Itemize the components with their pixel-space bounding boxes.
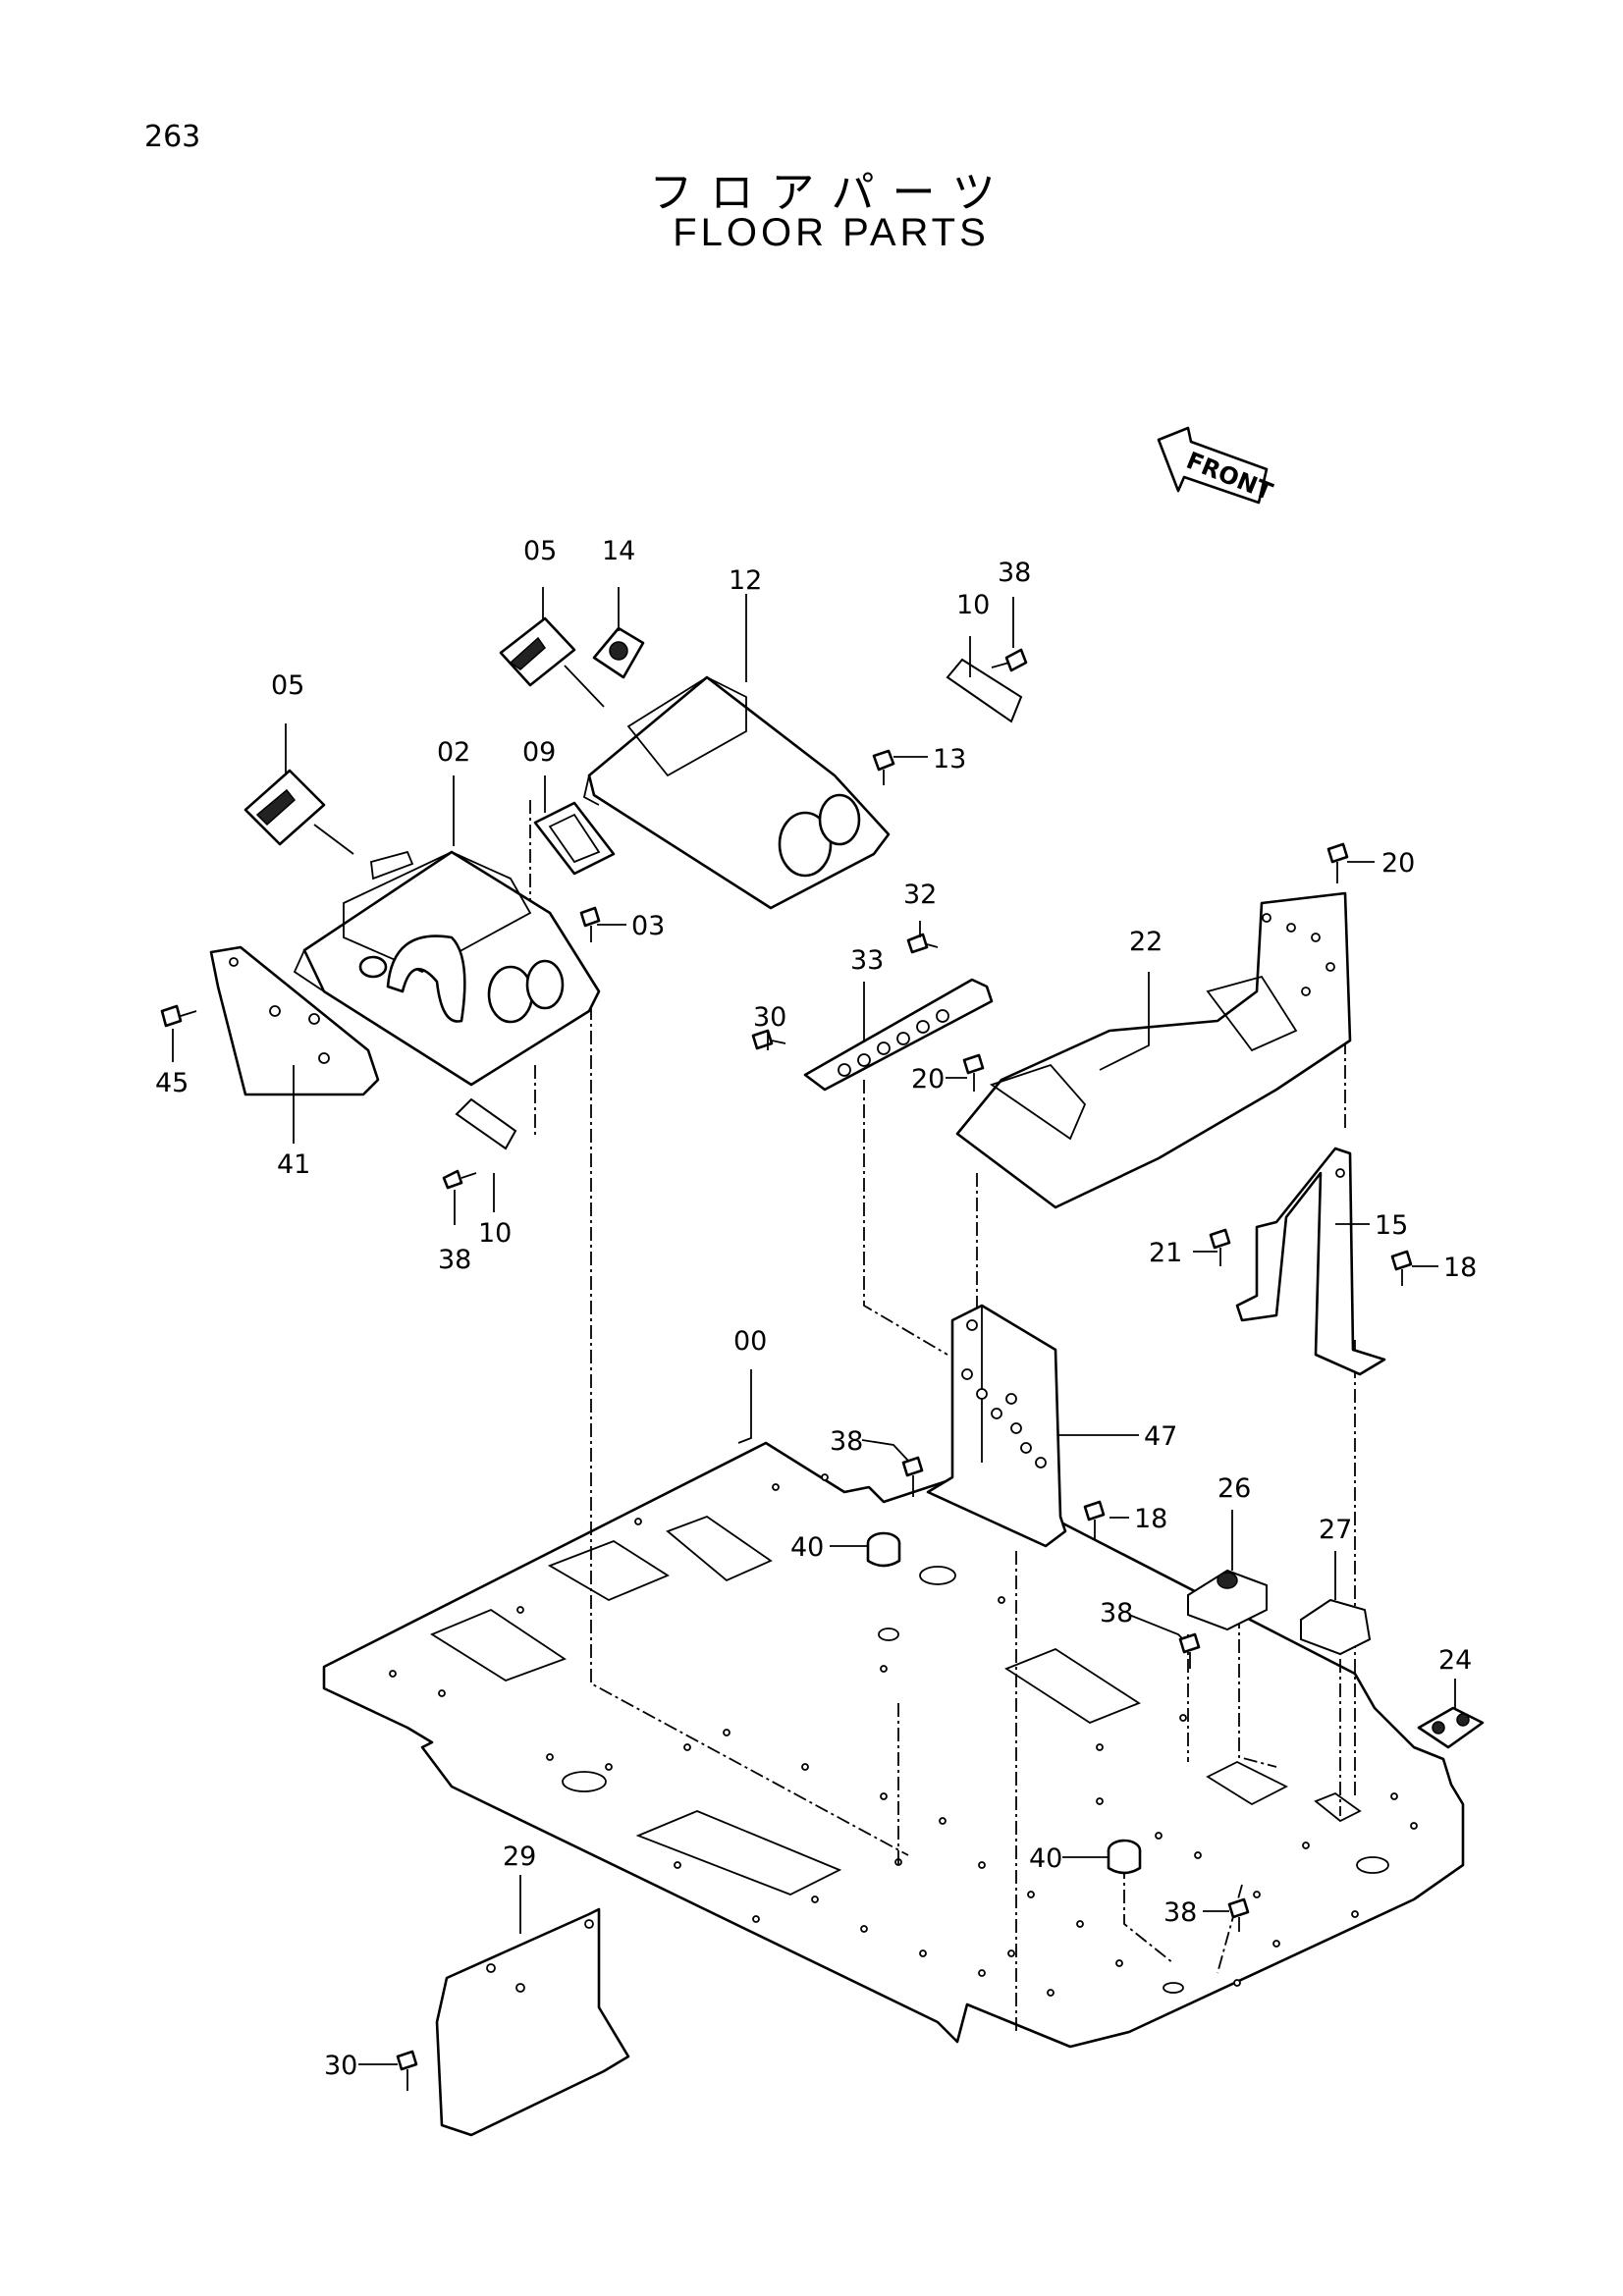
callout-40-upper: 40 <box>790 1532 824 1563</box>
grommet-24 <box>1417 1706 1485 1749</box>
callout-41: 41 <box>277 1149 310 1180</box>
callout-22: 22 <box>1129 927 1163 957</box>
callout-38-upper: 38 <box>998 558 1031 588</box>
bolt-icon-18b <box>1083 1500 1106 1539</box>
callout-20-upper: 20 <box>1381 848 1415 879</box>
callout-32: 32 <box>903 880 937 910</box>
bracket-22 <box>955 891 1352 1209</box>
pad-10-lower <box>455 1097 517 1150</box>
side-plate-29 <box>435 1907 630 2137</box>
callout-labels: 05 14 12 38 10 13 05 02 09 03 45 41 10 3… <box>155 536 1477 2081</box>
bolt-icon-30b <box>396 2050 418 2091</box>
callout-10-lower: 10 <box>478 1218 512 1249</box>
front-arrow-icon: FRONT <box>1157 426 1276 506</box>
bolt-icon-30a <box>751 1029 786 1050</box>
bolt-icon-32 <box>906 933 939 954</box>
callout-27: 27 <box>1319 1515 1352 1545</box>
title-japanese: フロアパーツ <box>649 168 1013 218</box>
bolt-icon-38b <box>442 1169 477 1190</box>
bolt-icon-21 <box>1209 1228 1231 1266</box>
duct-box-12 <box>582 675 891 910</box>
leader-lines <box>172 587 1456 2065</box>
callout-45: 45 <box>155 1068 189 1098</box>
callout-26: 26 <box>1217 1473 1251 1504</box>
duct-box-02 <box>293 850 601 1087</box>
plug-40-upper <box>866 1531 901 1568</box>
callout-05-lower: 05 <box>271 670 304 701</box>
column-47 <box>926 1304 1067 1548</box>
seal-ring-09 <box>533 801 616 876</box>
callout-38-center: 38 <box>830 1426 863 1457</box>
callout-18-lower: 18 <box>1134 1504 1167 1534</box>
callout-10-upper: 10 <box>956 590 990 620</box>
callout-02: 02 <box>437 737 470 768</box>
plug-40-lower <box>1107 1839 1142 1875</box>
bolt-icon-20a <box>1326 842 1349 883</box>
bolt-icon-20b <box>962 1053 985 1092</box>
support-stand-15 <box>1235 1147 1386 1376</box>
callout-00: 00 <box>733 1326 767 1357</box>
callout-21: 21 <box>1149 1238 1182 1268</box>
callout-38-lower-right: 38 <box>1163 1897 1197 1928</box>
grommet-14 <box>592 626 645 679</box>
connector-05-lower <box>243 769 354 855</box>
callout-24: 24 <box>1438 1645 1472 1676</box>
bolt-icon-38a <box>991 648 1028 672</box>
title-english: FLOOR PARTS <box>673 211 990 254</box>
callout-09: 09 <box>522 737 556 768</box>
page-number: 263 <box>144 120 201 154</box>
callout-29: 29 <box>503 1842 536 1872</box>
callout-38-lower-left: 38 <box>438 1245 471 1275</box>
rubber-mount-26 <box>1187 1569 1268 1631</box>
callout-15: 15 <box>1375 1210 1408 1241</box>
callout-47: 47 <box>1144 1421 1177 1452</box>
bolt-icon-45 <box>160 1004 197 1028</box>
floor-plate <box>322 1441 1465 2049</box>
callout-12: 12 <box>729 565 762 596</box>
callout-03: 03 <box>631 911 665 941</box>
cover-panel-41 <box>209 945 380 1096</box>
callout-18-upper: 18 <box>1443 1253 1477 1283</box>
callout-13: 13 <box>933 744 966 774</box>
bolt-icon-38c <box>901 1456 924 1497</box>
callout-30-lower: 30 <box>324 2051 357 2081</box>
bolt-icon-03 <box>579 906 601 942</box>
callout-38-right: 38 <box>1100 1598 1133 1629</box>
bolt-icon-18a <box>1390 1250 1413 1286</box>
bolt-icon-38e <box>1227 1897 1250 1932</box>
callout-05-upper: 05 <box>523 536 557 566</box>
callout-30-upper: 30 <box>753 1002 786 1033</box>
callout-20-middle: 20 <box>911 1064 945 1095</box>
rubber-mount-27 <box>1300 1598 1372 1656</box>
callout-33: 33 <box>850 945 884 976</box>
bolt-icon-13 <box>872 749 895 785</box>
callout-14: 14 <box>602 536 635 566</box>
callout-40-lower: 40 <box>1029 1843 1062 1874</box>
connector-05-upper <box>499 616 605 708</box>
bolt-icon-38d <box>1178 1632 1201 1669</box>
bracket-rail-33 <box>803 978 994 1092</box>
pad-10-upper <box>946 658 1023 723</box>
